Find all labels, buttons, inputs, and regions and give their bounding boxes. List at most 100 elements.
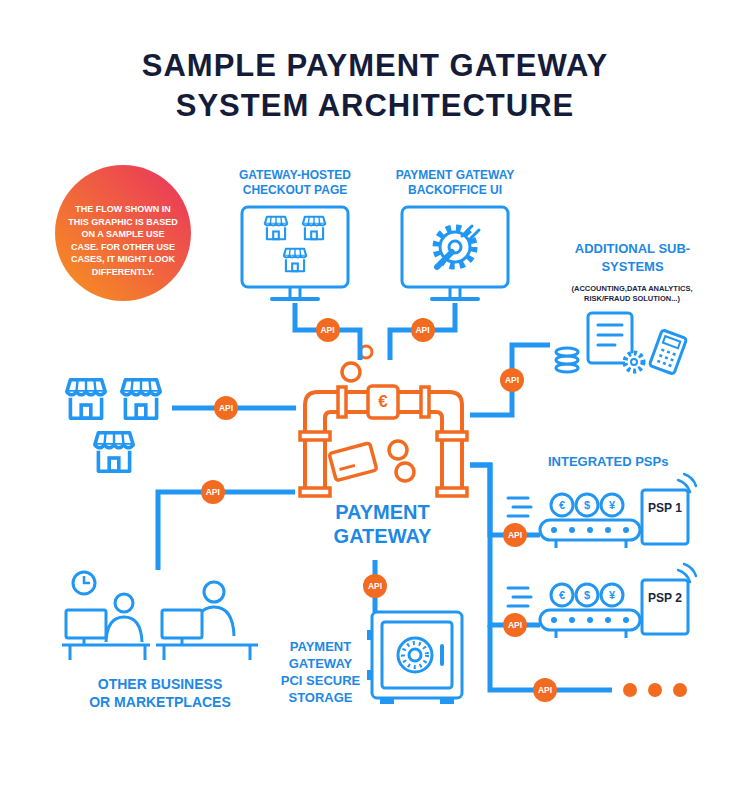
node-label: PAYMENT GATEWAY: [295, 500, 470, 548]
gateway-pipe-icon-part: [325, 412, 442, 496]
subsystems-icon-part: [625, 353, 643, 371]
calculator-icon-part: [649, 330, 686, 375]
people-at-desks-icon-part: [204, 582, 224, 602]
checkout-monitor-part: [272, 297, 318, 301]
gateway-pipe-icon-part: [437, 432, 467, 440]
api-badge: API: [363, 574, 387, 598]
calculator-icon-part: [657, 350, 675, 366]
api-badge: API: [411, 318, 435, 342]
people-at-desks-icon-part: [106, 617, 142, 642]
merchant-stores-part: [67, 380, 105, 418]
backoffice-monitor-part: [462, 226, 479, 240]
component-node: PSP 2: [540, 578, 692, 640]
safe-icon: [367, 612, 462, 704]
merchant-stores-part: [95, 433, 133, 471]
backoffice-monitor-part: [437, 252, 452, 267]
api-connector: [295, 303, 360, 360]
safe-icon-part: [380, 698, 394, 704]
api-badge: API: [214, 396, 238, 420]
currency-symbol: €: [553, 496, 571, 514]
api-connector: [470, 345, 550, 415]
node-label: GATEWAY-HOSTED CHECKOUT PAGE: [232, 168, 358, 198]
node-label: THE FLOW SHOWN IN THIS GRAPHIC IS BASED …: [67, 203, 179, 278]
node-label: ADDITIONAL SUB-SYSTEMS: [550, 240, 715, 276]
currency-symbol: €: [553, 586, 571, 604]
more-psps-branch-part: [623, 683, 637, 697]
gateway-pipe-icon-part: [338, 387, 346, 417]
component-node: PAYMENT GATEWAY PCI SECURE STORAGE: [275, 612, 470, 712]
group-heading: INTEGRATED PSPs: [548, 452, 688, 470]
currency-symbol: €: [371, 390, 395, 414]
credit-card-icon: [329, 443, 377, 481]
node-label: PAYMENT GATEWAY PCI SECURE STORAGE: [278, 638, 363, 706]
more-psps-branch-part: [673, 683, 687, 697]
currency-symbol: ¥: [603, 496, 621, 514]
api-connector: [158, 492, 295, 570]
node-subtext: (ACCOUNTING,DATA ANALYTICS, RISK/FRAUD S…: [564, 284, 700, 304]
safe-icon-part: [382, 622, 452, 688]
backoffice-monitor-part: [450, 287, 460, 297]
node-label: OTHER BUSINESS OR MARKETPLACES: [86, 675, 234, 711]
backoffice-monitor-part: [436, 228, 474, 266]
people-at-desks-icon-part: [73, 572, 95, 594]
checkout-monitor-part: [303, 217, 325, 239]
subsystems-icon-part: [598, 325, 622, 345]
safe-icon-part: [367, 670, 373, 680]
backoffice-monitor-part: [432, 297, 478, 301]
safe-icon-part: [372, 612, 462, 698]
people-at-desks-icon-part: [115, 594, 133, 612]
gateway-pipe-icon-part: [342, 363, 360, 381]
people-at-desks-icon-part: [156, 645, 258, 660]
gateway-pipe-icon-part: [389, 441, 407, 459]
checkout-monitor-part: [265, 217, 287, 239]
safe-icon-part: [403, 643, 427, 667]
api-connector: [470, 465, 540, 625]
safe-icon-part: [409, 649, 421, 661]
gateway-pipe-icon: [300, 346, 467, 496]
people-at-desks-icon: [62, 572, 258, 660]
currency-symbol: ¥: [603, 586, 621, 604]
api-badge: API: [533, 678, 557, 702]
api-connector: [470, 465, 540, 535]
more-psps-branch-part: [648, 683, 662, 697]
note-circle-fill: [55, 165, 191, 301]
node-label: PSP 2: [642, 591, 688, 606]
safe-icon-part: [440, 646, 444, 664]
safe-icon-part: [367, 630, 373, 640]
api-badge: API: [503, 613, 527, 637]
api-badge: API: [316, 318, 340, 342]
checkout-monitor-part: [242, 207, 348, 287]
subsystems-icon-part: [631, 359, 637, 365]
calculator-icon: [649, 330, 686, 375]
currency-symbol: $: [578, 586, 596, 604]
component-node: ADDITIONAL SUB-SYSTEMS (ACCOUNTING,DATA A…: [550, 240, 715, 380]
checkout-monitor: [242, 207, 348, 299]
gateway-pipe-icon-part: [368, 386, 398, 418]
merchant-stores-part: [122, 380, 160, 418]
component-node: PSP 1: [540, 488, 692, 550]
backoffice-monitor: [402, 207, 508, 299]
people-at-desks-icon-part: [66, 610, 106, 638]
api-connector: [390, 303, 455, 360]
page-title: SAMPLE PAYMENT GATEWAY SYSTEM ARCHITECTU…: [110, 46, 640, 126]
node-label: PAYMENT GATEWAY BACKOFFICE UI: [392, 168, 518, 198]
gateway-pipe-icon-part: [396, 463, 414, 481]
people-at-desks-icon-part: [62, 645, 150, 660]
gateway-pipe-icon-part: [437, 488, 467, 496]
calculator-icon-part: [663, 336, 680, 348]
safe-icon-part: [398, 638, 432, 672]
credit-card-icon-part: [329, 443, 377, 481]
api-badge: API: [500, 368, 524, 392]
checkout-monitor-part: [284, 249, 306, 271]
safe-icon-part: [440, 698, 454, 704]
people-at-desks-icon-part: [84, 576, 90, 583]
subsystems-icon: [556, 313, 687, 374]
component-node: PAYMENT GATEWAY: [295, 360, 470, 560]
api-badge: API: [201, 480, 225, 504]
backoffice-monitor-part: [402, 207, 508, 287]
gateway-pipe-icon-part: [421, 387, 429, 417]
component-node: OTHER BUSINESS OR MARKETPLACES: [55, 570, 265, 715]
subsystems-icon-part: [556, 348, 578, 356]
psp-conveyors: [508, 474, 696, 638]
